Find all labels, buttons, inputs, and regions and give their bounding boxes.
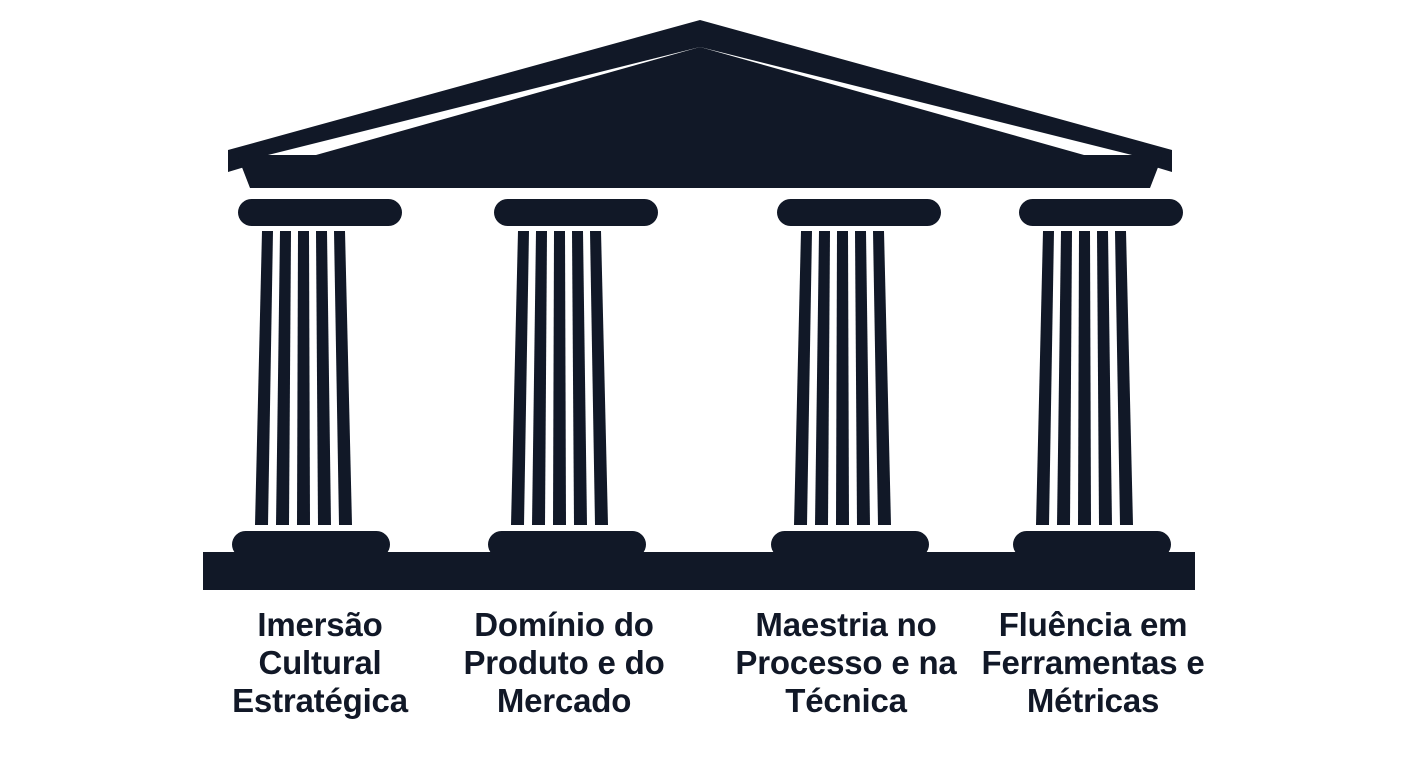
column-4 [1013, 199, 1183, 558]
column-2-flute-1 [511, 231, 529, 525]
column-2-flute-2 [532, 231, 547, 525]
column-2-base [488, 531, 646, 558]
column-1-base [232, 531, 390, 558]
column-3 [771, 199, 941, 558]
column-1-flute-5 [334, 231, 352, 525]
pediment-tympanum [316, 47, 1084, 155]
column-4-capital [1019, 199, 1183, 226]
column-2-flute-4 [572, 231, 587, 525]
pillar-label-2: Domínio do Produto e do Mercado [463, 606, 665, 719]
stylobate-base [203, 552, 1195, 590]
column-2-flute-5 [590, 231, 608, 525]
column-2 [488, 199, 658, 558]
architrave-band-lower [250, 155, 1150, 188]
column-1-capital [238, 199, 402, 226]
pillar-label-3: Maestria no Processo e na Técnica [735, 606, 957, 719]
column-3-flute-4 [855, 231, 870, 525]
column-4-base [1013, 531, 1171, 558]
column-4-flute-5 [1115, 231, 1133, 525]
column-3-flute-1 [794, 231, 812, 525]
column-3-flute-5 [873, 231, 891, 525]
column-4-flute-2 [1057, 231, 1072, 525]
pillar-labels-row: Imersão Cultural Estratégica Domínio do … [0, 606, 1408, 736]
column-4-flute-1 [1036, 231, 1054, 525]
pediment-roof [228, 20, 1172, 172]
pillar-label-4: Fluência em Ferramentas e Métricas [981, 606, 1205, 719]
column-4-flute-3 [1078, 231, 1091, 525]
column-3-flute-3 [836, 231, 849, 525]
column-1-flute-2 [276, 231, 291, 525]
column-2-flute-3 [553, 231, 566, 525]
column-1-flute-4 [316, 231, 331, 525]
column-3-flute-2 [815, 231, 830, 525]
column-2-capital [494, 199, 658, 226]
column-3-capital [777, 199, 941, 226]
column-4-flute-4 [1097, 231, 1112, 525]
column-3-base [771, 531, 929, 558]
column-1-flute-1 [255, 231, 273, 525]
column-1-flute-3 [297, 231, 310, 525]
column-1 [232, 199, 402, 558]
pillar-label-1: Imersão Cultural Estratégica [232, 606, 408, 719]
